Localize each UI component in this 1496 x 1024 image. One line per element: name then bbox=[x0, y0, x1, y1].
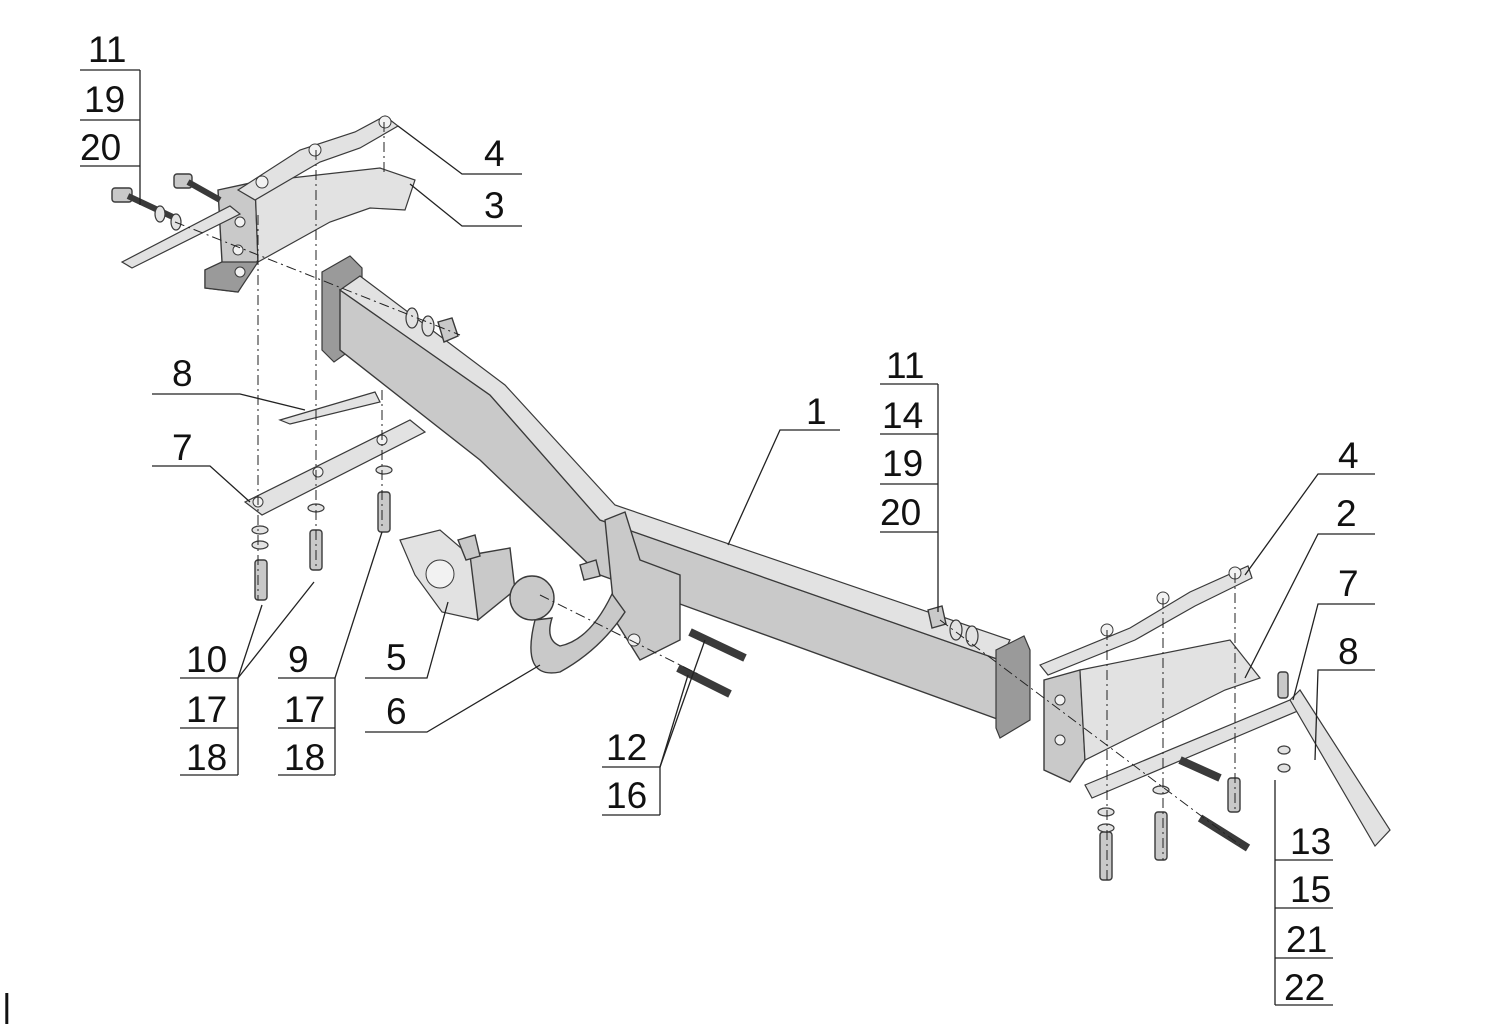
right-strap-part-8 bbox=[1289, 689, 1391, 847]
mid-washers-nut bbox=[927, 605, 979, 647]
callout-10: 10 bbox=[186, 639, 227, 680]
callout-mid-11: 11 bbox=[886, 345, 924, 386]
callout-part-4-right: 4 bbox=[1338, 435, 1359, 476]
left-lower-plate-part-7 bbox=[243, 419, 427, 516]
callout-top-left-19: 19 bbox=[84, 79, 125, 120]
callout-mid-20: 20 bbox=[880, 492, 921, 533]
callout-part-7-left: 7 bbox=[172, 427, 193, 468]
callout-mid-14: 14 bbox=[882, 395, 923, 436]
bolts-part-12 bbox=[676, 628, 747, 698]
callout-16: 16 bbox=[606, 775, 647, 816]
right-lower-bolts bbox=[1097, 671, 1291, 881]
callout-17-b: 17 bbox=[284, 689, 325, 730]
callout-9: 9 bbox=[288, 639, 309, 680]
callout-part-2: 2 bbox=[1336, 493, 1357, 534]
callout-top-left-11: 11 bbox=[88, 29, 126, 70]
left-lower-bolts bbox=[251, 465, 393, 601]
callout-part-8-right: 8 bbox=[1338, 631, 1359, 672]
callout-21: 21 bbox=[1286, 919, 1327, 960]
callout-mid-19: 19 bbox=[882, 443, 923, 484]
callout-part-8-left: 8 bbox=[172, 353, 193, 394]
callout-18-a: 18 bbox=[186, 737, 227, 778]
callout-15: 15 bbox=[1290, 869, 1331, 910]
callout-part-5: 5 bbox=[386, 637, 407, 678]
callout-top-left-20: 20 bbox=[80, 127, 121, 168]
page-marker: | bbox=[2, 987, 12, 1024]
leader-lines bbox=[80, 69, 1375, 1006]
callout-part-3: 3 bbox=[484, 185, 505, 226]
callout-part-7-right: 7 bbox=[1338, 563, 1359, 604]
left-top-bolts bbox=[111, 173, 242, 269]
beam-left-washers bbox=[405, 307, 459, 343]
callout-12: 12 bbox=[606, 727, 647, 768]
left-strap-part-8 bbox=[278, 391, 381, 425]
left-side-bracket-part-3 bbox=[204, 167, 416, 293]
socket-plate-part-5 bbox=[399, 529, 516, 622]
callout-part-4-top: 4 bbox=[484, 133, 505, 174]
callout-13: 13 bbox=[1290, 821, 1331, 862]
callout-part-6: 6 bbox=[386, 691, 407, 732]
callout-18-b: 18 bbox=[284, 737, 325, 778]
assembly-axes bbox=[174, 122, 1241, 880]
callout-labels: 11 19 20 4 3 8 7 1 11 14 19 20 4 2 7 8 5… bbox=[2, 29, 1359, 1024]
right-side-bracket-part-2 bbox=[1043, 639, 1261, 783]
callout-22: 22 bbox=[1284, 967, 1325, 1008]
callout-17-a: 17 bbox=[186, 689, 227, 730]
callout-part-1: 1 bbox=[806, 391, 827, 432]
left-top-plate-part-4 bbox=[236, 115, 400, 201]
